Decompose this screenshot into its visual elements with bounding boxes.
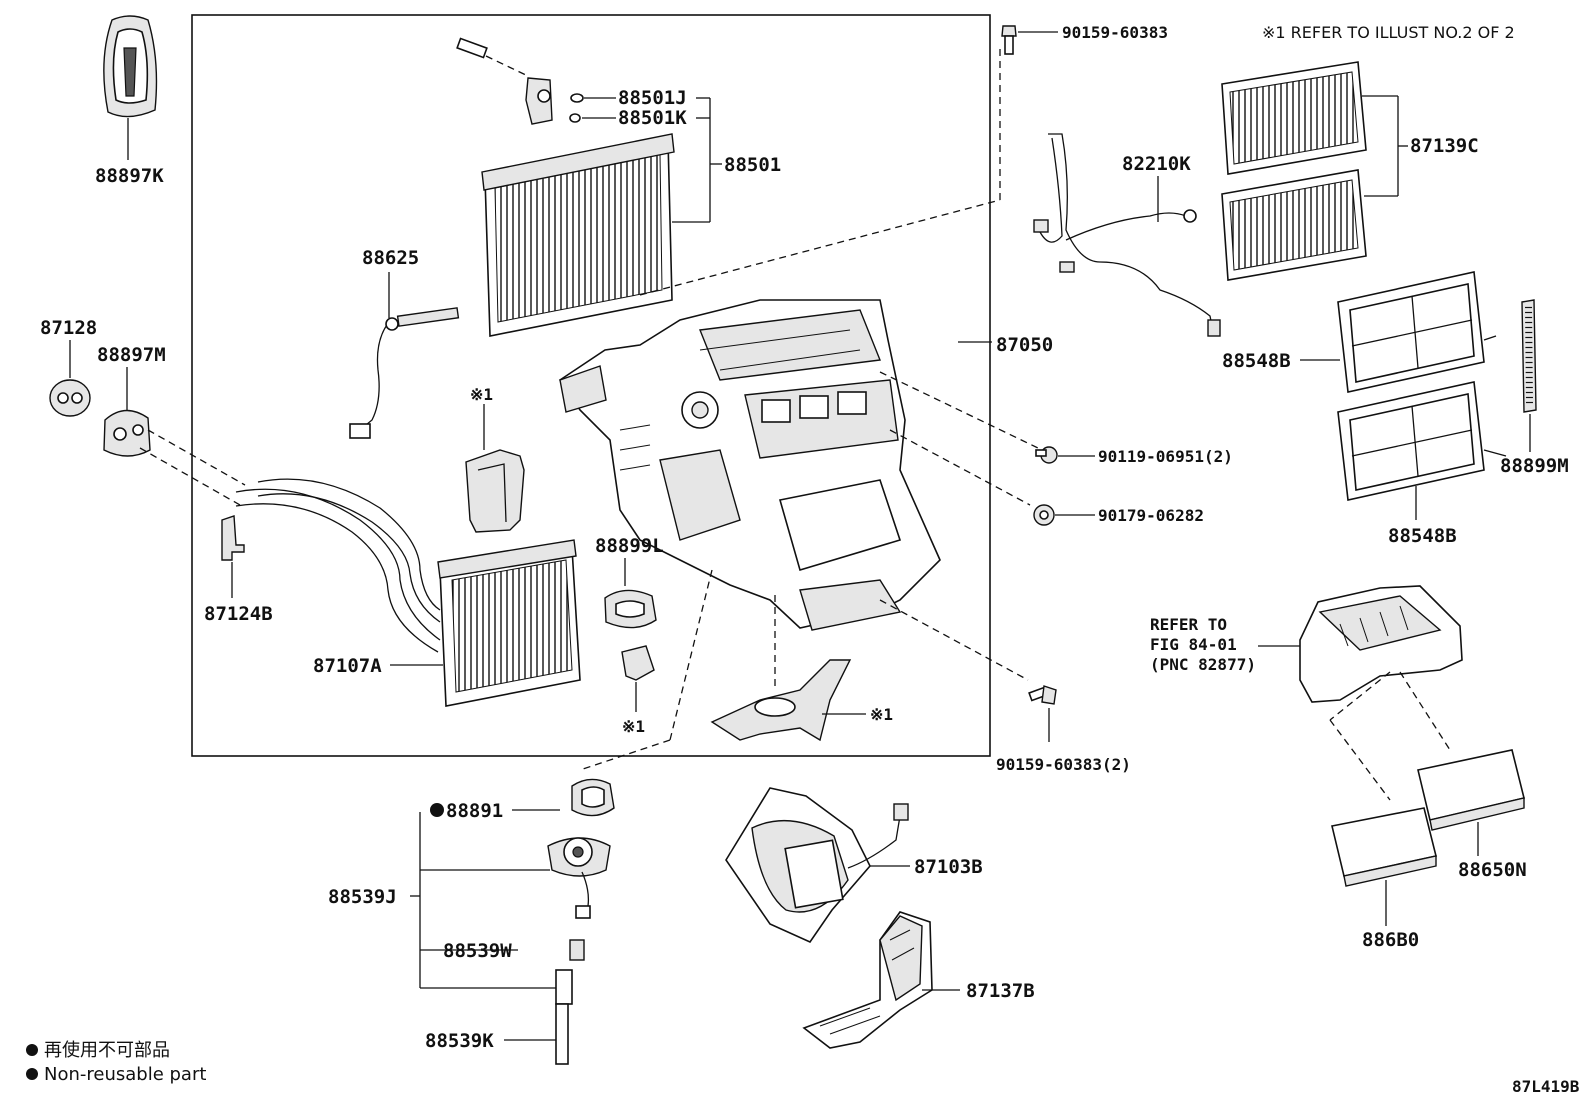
label-88501j: 88501J <box>618 87 687 109</box>
ref-mark-c: ※1 <box>870 705 893 724</box>
label-87124b: 87124B <box>204 603 273 625</box>
evaporator-88501-part <box>481 133 710 337</box>
diagram-id: 87L419B <box>1512 1077 1580 1096</box>
expansion-valve-part <box>456 37 722 222</box>
packing-88891-part <box>512 778 615 817</box>
label-88548b-a: 88548B <box>1222 350 1291 372</box>
motor-88539j-part <box>410 812 611 1065</box>
label-87103b: 87103B <box>914 856 983 878</box>
screw-90159-60383-part <box>1001 25 1058 55</box>
label-90119-06951: 90119-06951(2) <box>1098 447 1233 466</box>
clip-90119-06951-part <box>1035 446 1095 464</box>
label-88899l: 88899L <box>595 535 664 557</box>
non-reusable-marker <box>430 803 444 817</box>
legend-bullet-en <box>26 1068 38 1080</box>
nut-90179-06282-part <box>1033 504 1095 526</box>
label-88897m: 88897M <box>97 344 166 366</box>
seal-88897k-part <box>103 15 158 160</box>
controller-bracket-part <box>1299 585 1463 801</box>
hvac-unit-87050-part <box>558 48 1039 771</box>
ref-mark-b: ※1 <box>622 717 645 736</box>
label-88539k: 88539K <box>425 1030 494 1052</box>
bracket-87124b-part <box>221 515 245 598</box>
duct-ref-part-b <box>621 645 655 712</box>
label-88625: 88625 <box>362 247 419 269</box>
label-88650n: 88650N <box>1458 859 1527 881</box>
grommet-87128-part <box>49 340 91 417</box>
label-88897k: 88897K <box>95 165 164 187</box>
assembly-frame <box>191 14 991 757</box>
label-88899m: 88899M <box>1500 455 1569 477</box>
seal-88899m-part <box>1521 299 1537 452</box>
label-87128: 87128 <box>40 317 97 339</box>
duct-ref-part-c <box>710 659 866 742</box>
label-87050: 87050 <box>996 334 1053 356</box>
label-87137b: 87137B <box>966 980 1035 1002</box>
grommet-88897m-part <box>103 367 246 506</box>
note-refer-illust: ※1 REFER TO ILLUST NO.2 OF 2 <box>1262 23 1515 42</box>
thermistor-88625-part <box>349 272 460 439</box>
refer-line-1: REFER TO <box>1150 615 1227 634</box>
ref-mark-a: ※1 <box>470 385 493 404</box>
filter-87139c-part <box>1221 61 1408 281</box>
label-87107a: 87107A <box>313 655 382 677</box>
label-87139c: 87139C <box>1410 135 1479 157</box>
heater-core-87107a-part <box>235 478 581 707</box>
duct-ref-part-a <box>465 404 525 533</box>
legend-bullet-jp <box>26 1044 38 1056</box>
label-90159-60383-2: 90159-60383(2) <box>996 755 1131 774</box>
legend-text-jp: 再使用不可部品 <box>44 1040 170 1061</box>
duct-87137b-part <box>802 911 960 1049</box>
screw-90159-60383-2-part <box>1028 685 1057 742</box>
ecu-886b0-part <box>1331 807 1437 926</box>
legend-text-en: Non-reusable part <box>44 1064 206 1085</box>
label-88548b-b: 88548B <box>1388 525 1457 547</box>
label-88891: 88891 <box>446 800 503 822</box>
label-82210k: 82210K <box>1122 153 1191 175</box>
refer-line-2: FIG 84-01 <box>1150 635 1237 654</box>
label-88501k: 88501K <box>618 107 687 129</box>
label-90159-60383: 90159-60383 <box>1062 23 1168 42</box>
filter-frame-88548b-lower-part <box>1337 381 1507 520</box>
label-886b0: 886B0 <box>1362 929 1419 951</box>
label-88501: 88501 <box>724 154 781 176</box>
label-88539w: 88539W <box>443 940 512 962</box>
ecu-88650n-part <box>1417 749 1525 856</box>
label-90179-06282: 90179-06282 <box>1098 506 1204 525</box>
label-88539j: 88539J <box>328 886 397 908</box>
blower-87103b-part <box>725 787 910 944</box>
wire-harness-82210k-part <box>1033 133 1221 337</box>
filter-frame-88548b-upper-part <box>1300 271 1497 393</box>
refer-line-3: (PNC 82877) <box>1150 655 1256 674</box>
pad-88899l-part <box>604 558 657 629</box>
